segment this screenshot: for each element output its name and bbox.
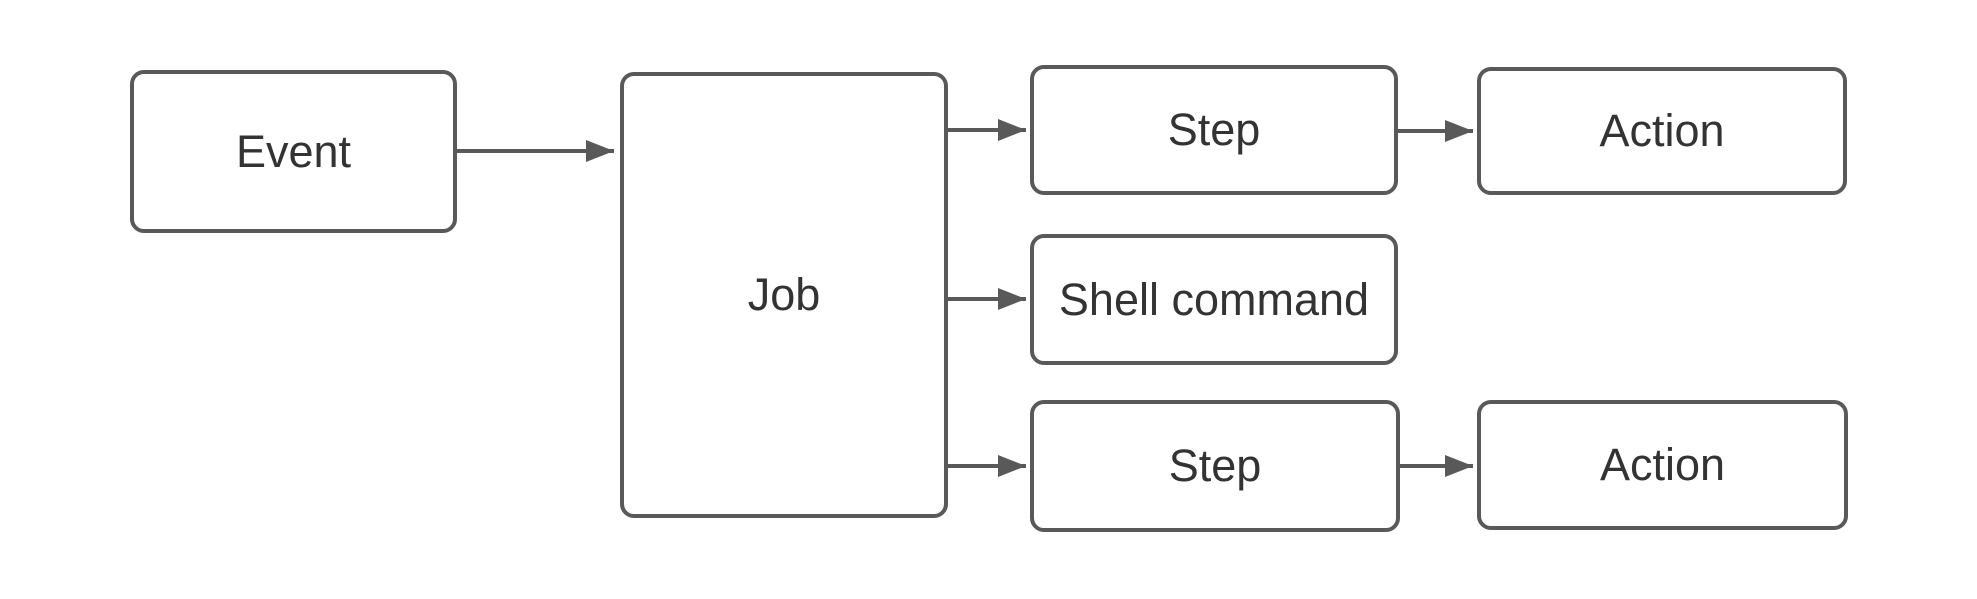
node-shell-command: Shell command: [1030, 234, 1398, 365]
node-event-label: Event: [235, 125, 352, 177]
node-step-bottom-label: Step: [1168, 440, 1262, 491]
node-action-top-label: Action: [1599, 105, 1725, 156]
node-action-top: Action: [1477, 67, 1847, 195]
node-shell-command-label: Shell command: [1058, 273, 1370, 325]
node-job: Job: [620, 72, 948, 518]
node-job-label: Job: [747, 269, 821, 320]
node-action-bottom-label: Action: [1599, 439, 1726, 490]
node-step-top-label: Step: [1167, 104, 1261, 155]
node-step-top: Step: [1030, 65, 1398, 195]
node-action-bottom: Action: [1477, 400, 1848, 530]
node-event: Event: [130, 70, 457, 233]
node-step-bottom: Step: [1030, 400, 1400, 532]
